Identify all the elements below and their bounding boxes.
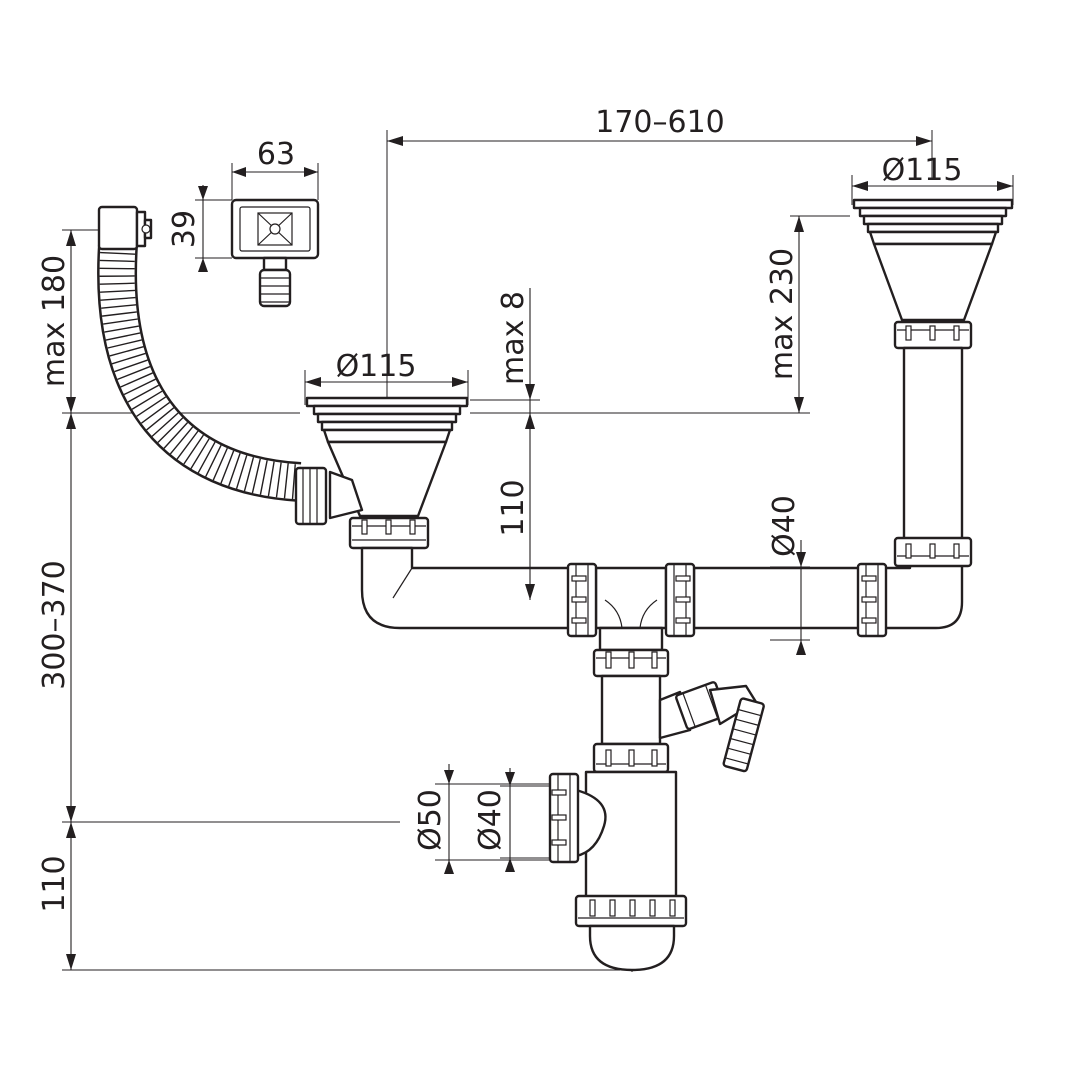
strainer-left [294, 396, 469, 550]
extension-lines [62, 130, 1014, 971]
washer-hose-spigot [658, 681, 765, 773]
dim-overflow-hose-height: max 180 [37, 255, 72, 387]
tee-fitting [566, 562, 888, 652]
tee-nut-left [566, 562, 598, 638]
dim-overflow-height: 39 [167, 210, 202, 248]
dim-overflow-width: 63 [257, 137, 295, 172]
tee-nut-right [664, 562, 696, 638]
dim-top-span: 170–610 [595, 105, 725, 140]
trap-riser [592, 648, 670, 774]
dimension-labels: 170–610 Ø115 63 39 max 180 max 230 max 8… [37, 105, 962, 913]
dim-strainer-left-diameter: Ø115 [336, 349, 417, 384]
dim-trap-depth: 110 [37, 855, 72, 912]
pipe-nut-right [856, 562, 888, 638]
bottle-trap [548, 770, 688, 972]
dim-drain-height-max: max 230 [765, 248, 800, 380]
dim-strainer-to-pipe: 110 [496, 479, 531, 536]
dim-rim-offset: max 8 [496, 291, 531, 385]
dim-pipe-diameter: Ø40 [767, 495, 802, 557]
dimension-lines [66, 136, 1013, 970]
dim-strainer-right-diameter: Ø115 [882, 153, 963, 188]
dim-inlet-inner-diameter: Ø40 [473, 789, 508, 851]
overflow-fitting [230, 198, 320, 308]
dim-total-height: 300–370 [37, 560, 72, 690]
strainer-right [852, 198, 1014, 568]
overflow-nozzle [258, 268, 292, 308]
overflow-hose [97, 205, 302, 502]
dim-inlet-outer-diameter: Ø50 [413, 789, 448, 851]
